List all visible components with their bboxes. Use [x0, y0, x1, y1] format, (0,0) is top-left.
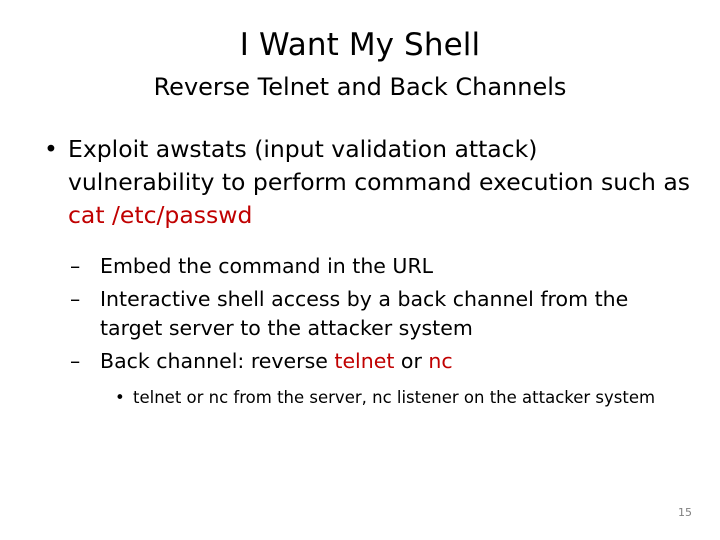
title-block: I Want My Shell Reverse Telnet and Back …	[0, 26, 720, 102]
bullet-level2-interactive-shell: –Interactive shell access by a back chan…	[0, 285, 720, 343]
bullet-level3-text: telnet or nc from the server, nc listene…	[133, 388, 656, 407]
bullet-level2-text: Embed the command in the URL	[100, 254, 434, 278]
page-number: 15	[678, 506, 692, 519]
dash-marker-icon: –	[70, 349, 81, 373]
bullet-dot-icon: •	[44, 135, 58, 163]
bullet-level1: • Exploit awstats (input validation attac…	[0, 133, 720, 232]
bullet-level2-embed-url: –Embed the command in the URL	[0, 252, 720, 281]
dash-marker-icon: –	[70, 254, 81, 278]
bullet-level1-text: Exploit awstats (input validation attack…	[68, 135, 691, 196]
bullet-level2-text: Interactive shell access by a back chann…	[100, 287, 629, 340]
page-title: I Want My Shell	[239, 27, 481, 63]
dash-marker-icon: –	[70, 287, 81, 311]
bullet-level2-highlight-telnet: telnet	[334, 349, 395, 373]
slide-body: • Exploit awstats (input validation attac…	[0, 133, 720, 410]
bullet-level3-listener: • telnet or nc from the server, nc listen…	[0, 385, 720, 410]
bullet-dot-icon: •	[115, 388, 125, 407]
bullet-level2-back-channel: –Back channel: reverse telnet or nc	[0, 347, 720, 376]
bullet-level2-text-mid: or	[394, 349, 429, 373]
bullet-level1-highlight: cat /etc/passwd	[68, 201, 253, 229]
bullet-level2-text: Back channel: reverse	[100, 349, 335, 373]
bullet-level2-highlight-nc: nc	[428, 349, 453, 373]
page-subtitle: Reverse Telnet and Back Channels	[153, 73, 567, 101]
